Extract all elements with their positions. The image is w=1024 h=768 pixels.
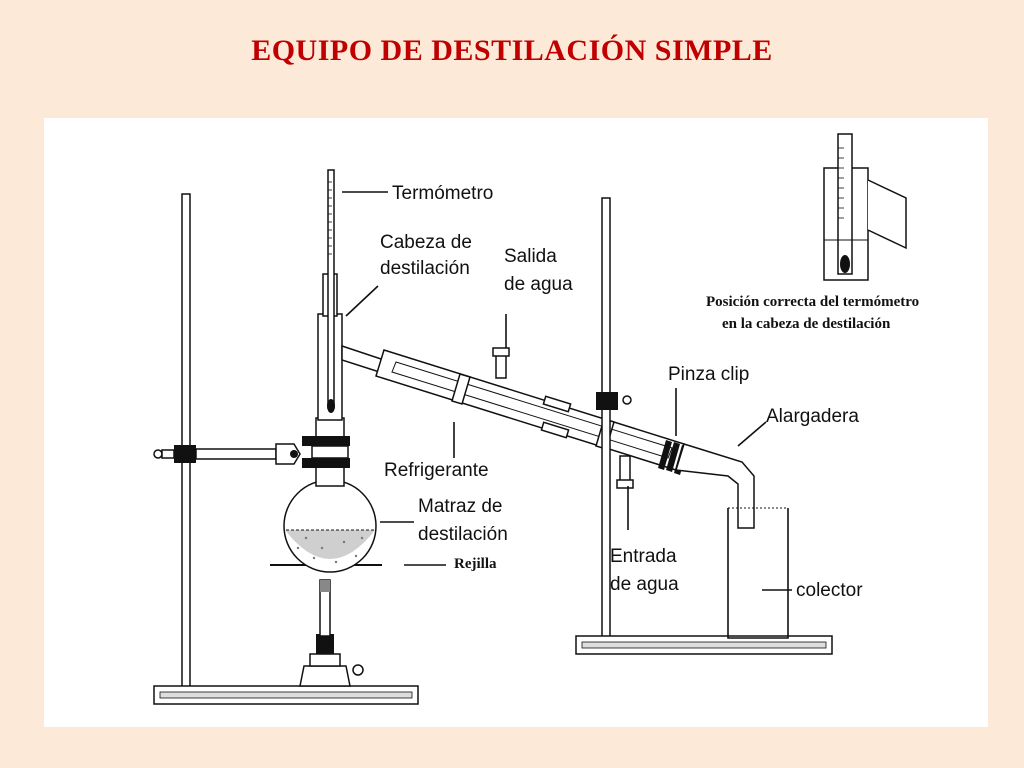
- leader-lines: [342, 191, 792, 591]
- bunsen-burner: [299, 579, 364, 687]
- label-rejilla: Rejilla: [454, 556, 497, 572]
- label-salida-line2: de agua: [504, 274, 573, 295]
- label-entrada-line1: Entrada: [610, 546, 677, 567]
- label-entrada-line2: de agua: [610, 574, 679, 595]
- collector-flask: [727, 507, 789, 639]
- label-matraz-line1: Matraz de: [418, 496, 502, 517]
- label-refrigerante: Refrigerante: [384, 460, 489, 481]
- distillation-flask: [283, 417, 377, 573]
- distillation-head: [317, 169, 397, 421]
- label-cabeza-line1: Cabeza de: [380, 232, 472, 253]
- label-colector: colector: [796, 580, 863, 601]
- label-alargadera: Alargadera: [766, 406, 859, 427]
- label-pinza-clip: Pinza clip: [668, 364, 749, 385]
- distillation-diagram: Termómetro Cabeza de destilación Salida …: [44, 118, 988, 727]
- label-posicion-line2: en la cabeza de destilación: [722, 316, 891, 332]
- label-matraz-line2: destilación: [418, 524, 508, 545]
- right-stand: [575, 197, 833, 655]
- label-termometro: Termómetro: [392, 183, 493, 204]
- inset-thermometer-position: [823, 133, 907, 281]
- label-cabeza-line2: destilación: [380, 258, 470, 279]
- adapter: [675, 443, 755, 529]
- slide-title: EQUIPO DE DESTILACIÓN SIMPLE: [251, 34, 773, 67]
- label-posicion-line1: Posición correcta del termómetro: [706, 294, 919, 310]
- label-salida-line1: Salida: [504, 246, 557, 267]
- left-stand: [153, 193, 419, 705]
